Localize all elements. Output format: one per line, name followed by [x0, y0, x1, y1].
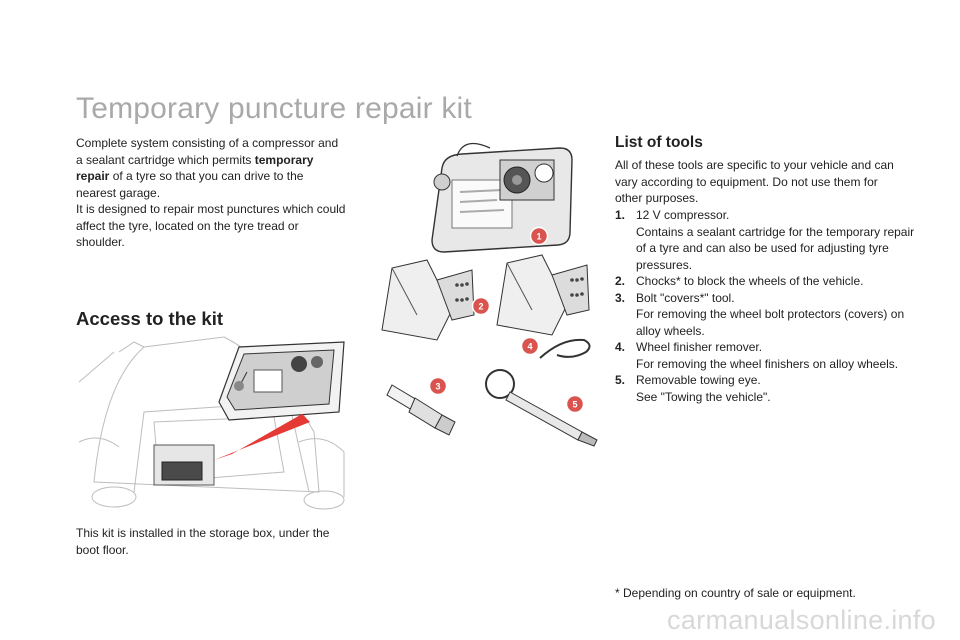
- list-item-text: Chocks* to block the wheels of the vehic…: [636, 273, 915, 290]
- list-item: 5. Removable towing eye. See "Towing the…: [615, 372, 915, 405]
- list-item-number: 1.: [615, 208, 626, 222]
- badge-2-icon: 2: [471, 296, 491, 316]
- page-title: Temporary puncture repair kit: [76, 92, 472, 125]
- list-item-number: 5.: [615, 373, 626, 387]
- badge-4-icon: 4: [520, 336, 540, 356]
- tool-name: Removable towing eye.: [636, 373, 761, 387]
- list-item-number: 2.: [615, 274, 626, 288]
- list-item: 1. 12 V compressor. Contains a sealant c…: [615, 207, 915, 273]
- tool-list: 1. 12 V compressor. Contains a sealant c…: [615, 207, 915, 405]
- tool-description: Contains a sealant cartridge for the tem…: [636, 224, 915, 272]
- tool-description: See "Towing the vehicle".: [636, 389, 771, 404]
- list-item: 3. Bolt "covers*" tool. For removing the…: [615, 290, 915, 340]
- list-item-text: Bolt "covers*" tool. For removing the wh…: [636, 290, 915, 340]
- tools-heading: List of tools: [615, 134, 703, 151]
- list-item-number: 3.: [615, 290, 626, 305]
- tool-description: For removing the wheel bolt protectors (…: [636, 307, 905, 338]
- intro-paragraph: Complete system consisting of a compress…: [76, 135, 346, 251]
- tool-name: Chocks* to block the wheels of the vehic…: [636, 274, 864, 288]
- watermark: carmanualsonline.info: [667, 605, 936, 635]
- intro-text-1: Complete system consisting of a compress…: [76, 136, 339, 167]
- boot-kit-illustration: [78, 336, 345, 510]
- badge-3-label: 3: [435, 382, 440, 392]
- badge-5-label: 5: [572, 400, 577, 410]
- list-item-number: 4.: [615, 340, 626, 354]
- access-heading: Access to the kit: [76, 308, 224, 329]
- list-item-text: Removable towing eye. See "Towing the ve…: [636, 372, 915, 405]
- list-item: 2. Chocks* to block the wheels of the ve…: [615, 273, 915, 290]
- tool-name: 12 V compressor.: [636, 208, 730, 222]
- footnote: * Depending on country of sale or equipm…: [615, 586, 856, 600]
- badge-1-label: 1: [536, 232, 541, 242]
- install-text: This kit is installed in the storage box…: [76, 526, 330, 557]
- intro-text-3: It is designed to repair most punctures …: [76, 202, 346, 249]
- badge-1-icon: 1: [529, 226, 549, 246]
- tool-name: Wheel finisher remover.: [636, 340, 763, 354]
- intro-text-2: of a tyre so that you can drive to the n…: [76, 169, 304, 200]
- tools-illustration: [381, 142, 598, 447]
- list-item-text: 12 V compressor. Contains a sealant cart…: [636, 207, 915, 273]
- tools-intro: All of these tools are specific to your …: [615, 158, 894, 205]
- badge-4-label: 4: [527, 342, 532, 352]
- tool-name: Bolt "covers*" tool.: [636, 290, 735, 305]
- badge-2-label: 2: [478, 302, 483, 312]
- list-item-text: Wheel finisher remover. For removing the…: [636, 339, 915, 372]
- intro-bold-term: temporary repair: [76, 152, 314, 184]
- badge-3-icon: 3: [428, 376, 448, 396]
- list-item: 4. Wheel finisher remover. For removing …: [615, 339, 915, 372]
- tool-description: For removing the wheel finishers on allo…: [636, 356, 899, 371]
- badge-5-icon: 5: [565, 394, 585, 414]
